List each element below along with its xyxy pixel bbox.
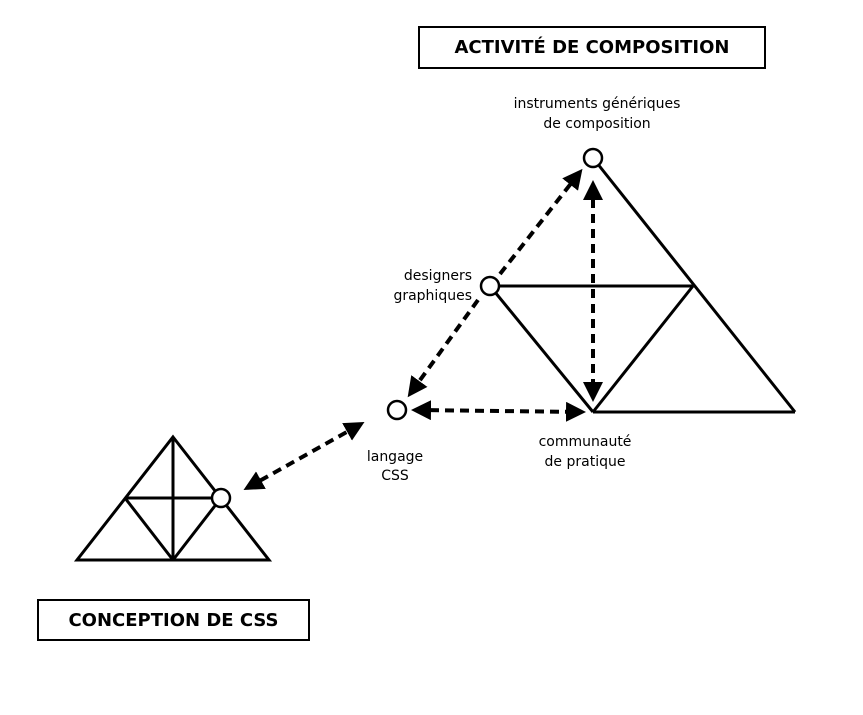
node-langage bbox=[386, 399, 408, 421]
label-langage: langage CSS bbox=[367, 448, 423, 486]
label-instruments: instruments génériques de composition bbox=[514, 94, 681, 134]
label-line: de pratique bbox=[544, 454, 626, 470]
label-communaute: communauté de pratique bbox=[539, 432, 632, 472]
node-conception bbox=[210, 487, 232, 509]
arrow-conception-langage bbox=[243, 422, 365, 490]
label-designers: designers graphiques bbox=[393, 266, 472, 306]
label-line: graphiques bbox=[393, 288, 472, 304]
arrow-designers-instruments bbox=[498, 168, 583, 276]
label-line: communauté bbox=[538, 434, 632, 450]
arrow-langage-communaute bbox=[411, 400, 586, 422]
title-conception: CONCEPTION DE CSS bbox=[37, 599, 310, 641]
node-instruments bbox=[582, 147, 604, 169]
label-line: instruments génériques bbox=[513, 96, 681, 112]
arrow-designers-langage bbox=[407, 298, 480, 398]
big-triangle bbox=[488, 157, 797, 414]
small-triangle bbox=[73, 434, 273, 562]
label-line: langage bbox=[366, 449, 424, 465]
node-designers bbox=[479, 275, 501, 297]
title-composition: ACTIVITÉ DE COMPOSITION bbox=[418, 26, 766, 69]
label-line: de composition bbox=[543, 116, 651, 132]
label-line: designers bbox=[403, 268, 472, 284]
label-line: CSS bbox=[381, 468, 409, 484]
